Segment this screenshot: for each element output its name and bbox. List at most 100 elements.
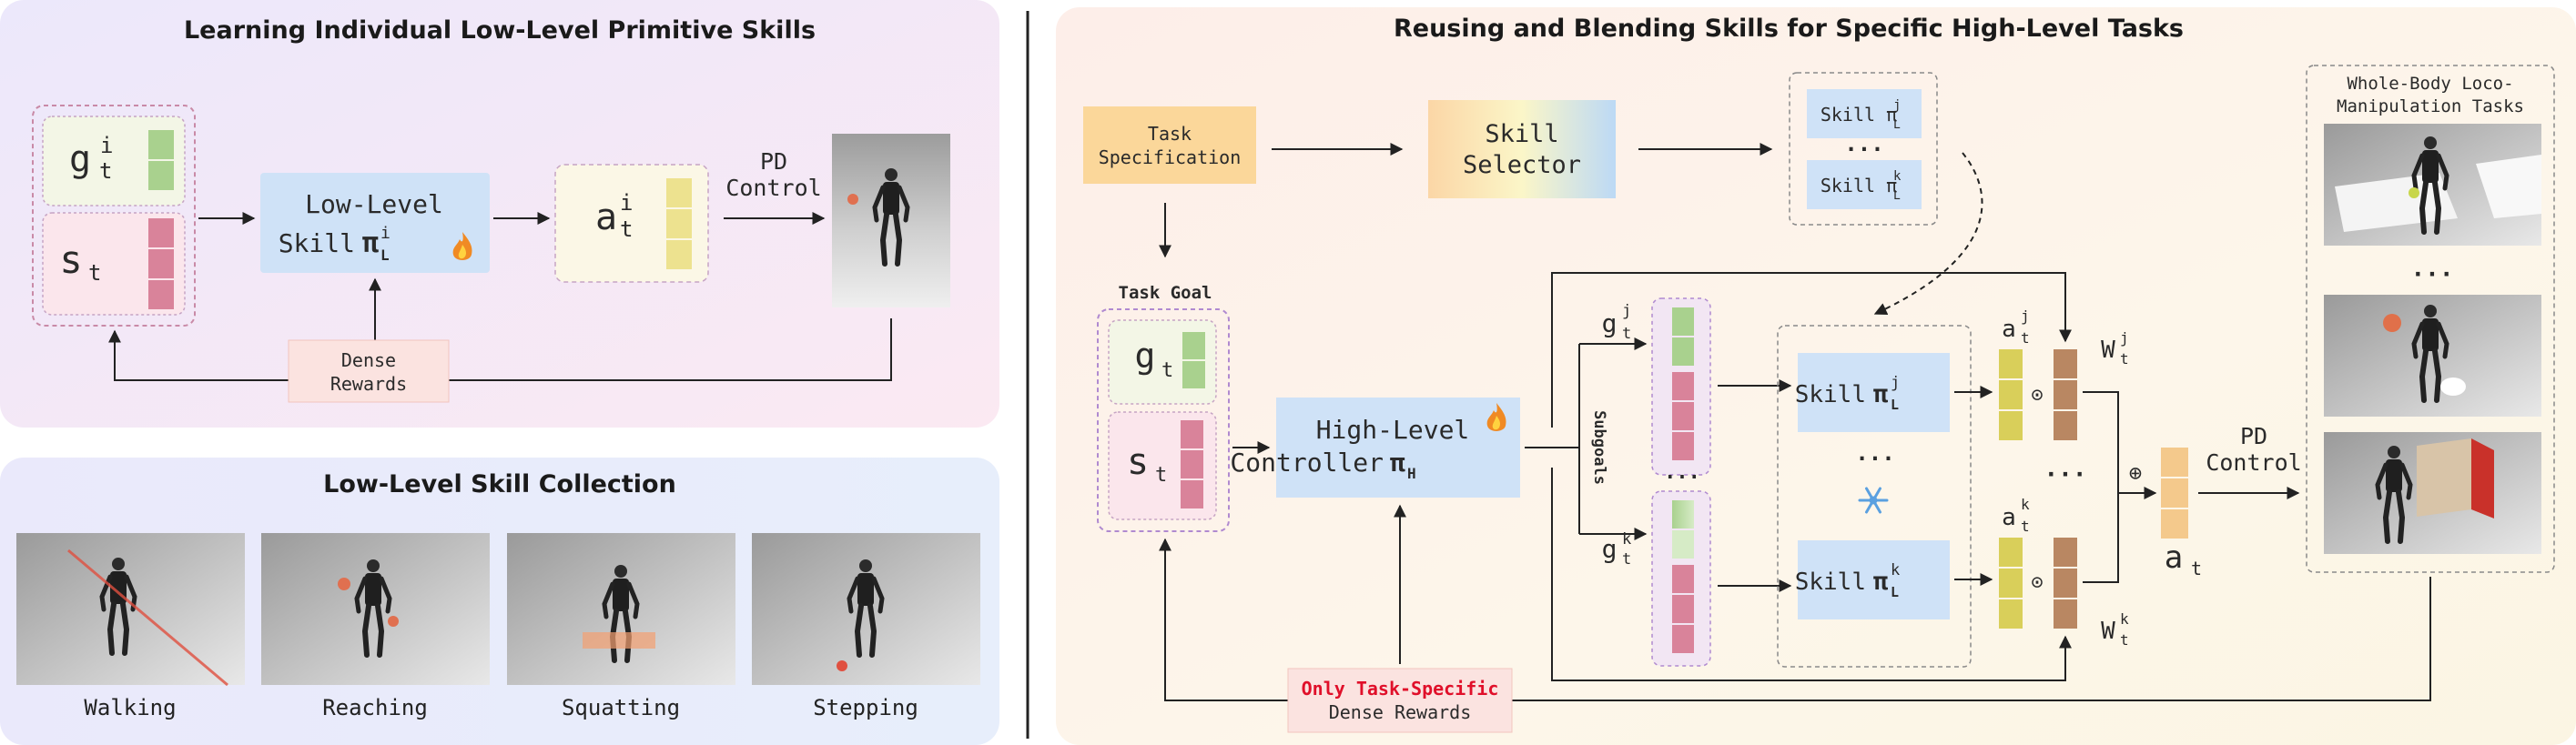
high-level-controller-pi: π bbox=[1390, 448, 1405, 478]
subgoal-j-state-cell bbox=[1672, 402, 1694, 430]
skill-k-sub: L bbox=[1891, 584, 1899, 600]
low-level-policy-box bbox=[260, 173, 490, 273]
weight-j-sup: j bbox=[2120, 329, 2129, 347]
weight-j-cell bbox=[2054, 411, 2077, 440]
low-level-policy-pi-sub: L bbox=[380, 247, 390, 264]
goal-subscript: t bbox=[99, 158, 112, 184]
high-level-controller-label: Controller bbox=[1230, 448, 1384, 478]
skill-photo-reaching bbox=[261, 533, 490, 685]
dense-rewards-label: Rewards bbox=[330, 373, 407, 395]
tasks-title: Manipulation Tasks bbox=[2337, 96, 2524, 116]
weight-j-sub: t bbox=[2120, 350, 2129, 367]
right-pd-control-label: PD bbox=[2240, 423, 2267, 449]
skill-k-pi: π bbox=[1873, 568, 1888, 596]
goal-symbol: g bbox=[69, 138, 91, 180]
action-j-symbol: a bbox=[2002, 316, 2016, 343]
weight-j-symbol: W bbox=[2101, 337, 2115, 364]
weight-k-arrow bbox=[1551, 468, 2072, 681]
subgoal-j-symbol: g bbox=[1602, 308, 1618, 338]
weight-k-sub: t bbox=[2120, 631, 2129, 649]
subgoal-k-symbol: g bbox=[1602, 534, 1618, 564]
skill-j-label: Skill bbox=[1795, 381, 1866, 408]
skill-k-label: Skill bbox=[1795, 569, 1866, 596]
dense-rewards-label: Dense bbox=[341, 349, 396, 371]
subgoal-k-goal-cell bbox=[1672, 530, 1694, 559]
actions-ellipsis: ··· bbox=[2044, 461, 2087, 488]
task-goal-symbol: g bbox=[1135, 336, 1156, 376]
state-symbol: s bbox=[59, 237, 82, 282]
pd-control-label: Control bbox=[725, 175, 821, 201]
subgoal-j-state-cell bbox=[1672, 432, 1694, 460]
action-k-cell bbox=[1999, 538, 2023, 567]
high-level-state-symbol: s bbox=[1127, 441, 1149, 483]
action-subscript: t bbox=[620, 216, 633, 242]
combine-bracket bbox=[2083, 391, 2119, 583]
selected-skill-k-label: Skill π bbox=[1820, 175, 1897, 196]
state-vector-cell bbox=[148, 218, 174, 247]
selected-skills-group bbox=[1789, 72, 1938, 226]
fire-icon bbox=[1486, 403, 1506, 431]
frozen-skills-group bbox=[1777, 325, 1972, 668]
pd-control-label: PD bbox=[760, 148, 787, 175]
task-goal-cell bbox=[1182, 332, 1205, 359]
oplus-symbol: ⊕ bbox=[2129, 460, 2142, 486]
right-title: Reusing and Blending Skills for Specific… bbox=[1394, 15, 2184, 43]
dense-rewards-box bbox=[288, 339, 450, 403]
tasks-ellipsis: ··· bbox=[2411, 261, 2454, 288]
subgoals-label: Subgoals bbox=[1590, 410, 1608, 485]
skill-selector-label: Selector bbox=[1463, 151, 1581, 179]
observation-group bbox=[32, 105, 196, 327]
subgoal-j-sup: j bbox=[1622, 302, 1631, 320]
skill-photo-stepping bbox=[752, 533, 980, 685]
subgoals-ellipsis: ··· bbox=[1664, 467, 1700, 489]
high-level-state-cell bbox=[1181, 450, 1203, 478]
left-top-panel bbox=[0, 0, 999, 428]
skill-selector-label: Skill bbox=[1485, 120, 1558, 148]
tasks-title: Whole-Body Loco- bbox=[2347, 74, 2513, 94]
weight-k-cell bbox=[2054, 599, 2077, 629]
action-k-cell bbox=[1999, 599, 2023, 629]
action-superscript: i bbox=[620, 190, 633, 216]
action-j-cell bbox=[1999, 411, 2023, 440]
selected-skills-ellipsis: ··· bbox=[1844, 136, 1883, 162]
action-j-cell bbox=[1999, 380, 2023, 409]
high-level-controller-box bbox=[1276, 398, 1520, 498]
action-j-sup: j bbox=[2021, 307, 2030, 325]
final-action-subscript: t bbox=[2191, 558, 2202, 579]
skill-j-sub: L bbox=[1891, 397, 1899, 413]
skill-k-sup: k bbox=[1891, 561, 1900, 579]
low-level-policy-pi: π bbox=[362, 227, 379, 259]
skill-photo-squatting bbox=[507, 533, 735, 685]
high-level-state-cell bbox=[1181, 420, 1203, 448]
task-specification-label: Task bbox=[1148, 123, 1192, 145]
tasks-group bbox=[2306, 65, 2555, 573]
low-level-policy-label: Low-Level bbox=[305, 189, 443, 219]
action-k-cell bbox=[1999, 569, 2023, 598]
left-bottom-title: Low-Level Skill Collection bbox=[323, 470, 676, 498]
state-vector-cell bbox=[148, 280, 174, 309]
skill-caption-walking: Walking bbox=[84, 695, 176, 720]
odot-k: ⊙ bbox=[2031, 571, 2043, 594]
skill-j-box bbox=[1798, 353, 1950, 432]
odot-j: ⊙ bbox=[2031, 384, 2043, 407]
action-j-sub: t bbox=[2021, 329, 2030, 347]
low-level-policy-pi-sup: i bbox=[380, 224, 390, 243]
selected-skill-k-sub: L bbox=[1893, 189, 1901, 203]
snowflake-icon bbox=[1858, 487, 1889, 514]
final-action-cell bbox=[2161, 478, 2188, 508]
fire-icon bbox=[452, 232, 472, 260]
action-symbol: a bbox=[595, 196, 617, 238]
skills-ellipsis: ··· bbox=[1855, 446, 1894, 471]
skill-j-sup: j bbox=[1891, 374, 1900, 392]
high-level-state-subscript: t bbox=[1155, 464, 1167, 487]
high-level-controller-pi-sub: H bbox=[1407, 465, 1416, 482]
weight-k-cell bbox=[2054, 538, 2077, 567]
weight-k-symbol: W bbox=[2101, 618, 2115, 645]
subgoal-k-goal-cell bbox=[1672, 500, 1694, 529]
subgoal-j-goal-cell bbox=[1672, 307, 1694, 336]
task-photo-table bbox=[2324, 124, 2541, 246]
right-feedback-loop-arrow bbox=[1159, 538, 2431, 701]
weight-k-cell bbox=[2054, 569, 2077, 598]
selected-skill-k bbox=[1807, 160, 1922, 209]
